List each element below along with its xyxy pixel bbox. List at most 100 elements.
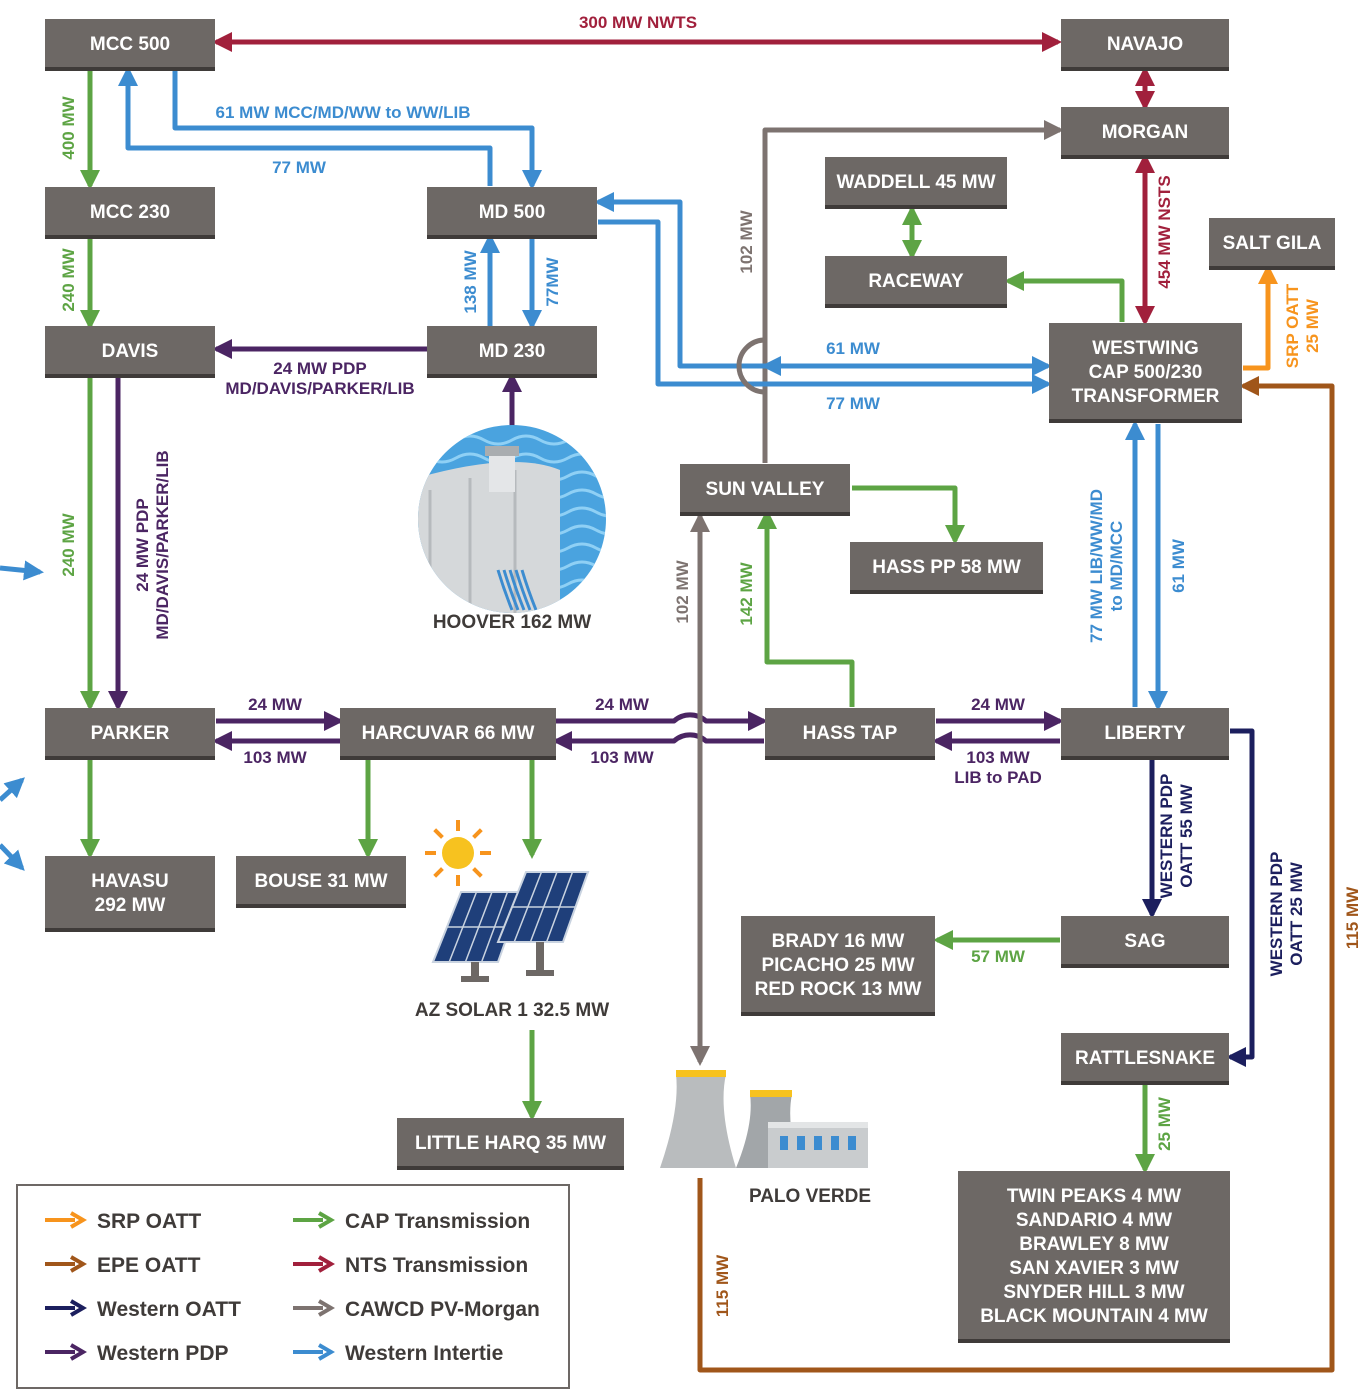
node-raceway: RACEWAY <box>825 256 1007 308</box>
edge-label-text: to MD/MCC <box>1107 521 1126 612</box>
cap-sunvalley-hasspp <box>852 485 965 545</box>
node-label: SAG <box>1124 931 1165 952</box>
edge-label-text: 138 MW <box>461 249 480 313</box>
intertie-stray-3 <box>0 843 25 871</box>
legend-item: Western Intertie <box>293 1342 503 1365</box>
edge-label-epe-left: 115 MW <box>713 1254 732 1317</box>
node-label: SNYDER HILL 3 MW <box>1003 1282 1184 1303</box>
edge-label-text: 300 MW NWTS <box>579 13 697 32</box>
node-liberty: LIBERTY <box>1061 708 1229 760</box>
edge-label-text: MD/DAVIS/PARKER/LIB <box>153 450 172 639</box>
edge-label-text: 103 MW <box>966 748 1030 767</box>
labels-layer: 300 MW NWTS 400 MW 61 MW MCC/MD/WW to WW/L… <box>59 13 1362 1317</box>
edge-label-text: 24 MW <box>248 695 303 714</box>
node-md500: MD 500 <box>427 187 597 239</box>
edge-label-text: SRP OATT <box>1283 283 1302 368</box>
edge-label-davis-parker-cap: 240 MW <box>59 512 78 576</box>
node-waddell: WADDELL 45 MW <box>825 157 1007 209</box>
node-mcc230: MCC 230 <box>45 187 215 239</box>
epe-pv-westwing <box>697 376 1335 1373</box>
power-plant-icon <box>660 1070 868 1168</box>
intertie-stray-1 <box>0 560 44 581</box>
node-parker: PARKER <box>45 708 215 760</box>
edge-label-text: 77 MW <box>826 394 881 413</box>
legend-item: CAWCD PV-Morgan <box>293 1298 540 1321</box>
edge-label-text: 24 MW <box>595 695 650 714</box>
legend-label: Western OATT <box>97 1298 241 1321</box>
node-label: SUN VALLEY <box>706 479 825 500</box>
solar-panel-icon <box>425 820 590 982</box>
edge-label-text: 77MW <box>543 256 562 306</box>
node-label: SANDARIO 4 MW <box>1016 1210 1172 1231</box>
edge-label-harcuvar-hasstap: 24 MW <box>595 695 650 714</box>
edge-label-text: 24 MW PDP <box>273 359 367 378</box>
cawcd-jump-arc <box>736 337 766 395</box>
edge-label-epe-right: 115 MW <box>1343 886 1362 949</box>
edge-label-text: LIB to PAD <box>954 768 1042 787</box>
edge-label-text: 77 MW LIB/WW/MD <box>1087 489 1106 643</box>
legend-label: EPE OATT <box>97 1254 201 1277</box>
wi-mcc500-md500 <box>172 70 542 190</box>
edge-label-md500-md230: 77MW <box>543 256 562 306</box>
edge-label-mcc500-mcc230: 400 MW <box>59 95 78 159</box>
legend-label: CAWCD PV-Morgan <box>345 1298 540 1321</box>
edge-label-text: 61 MW <box>1169 538 1188 593</box>
node-label: MCC 500 <box>90 34 170 55</box>
node-label: TWIN PEAKS 4 MW <box>1007 1186 1181 1207</box>
oatt-liberty-rattlesnake <box>1226 728 1255 1067</box>
legend-label: SRP OATT <box>97 1210 201 1233</box>
node-label: WESTWING <box>1092 338 1199 359</box>
node-label: TRANSFORMER <box>1072 386 1220 407</box>
edge-label-hasstap-liberty: 24 MW <box>971 695 1026 714</box>
hoover-caption: HOOVER 162 MW <box>433 612 591 633</box>
edge-label-cawcd-morgan: 102 MW <box>737 209 756 273</box>
node-label: HASS PP 58 MW <box>872 557 1021 578</box>
node-label: RED ROCK 13 MW <box>755 979 922 1000</box>
lines-layer <box>0 32 1335 1373</box>
node-salt-gila: SALT GILA <box>1209 218 1335 270</box>
node-sun-valley: SUN VALLEY <box>680 464 850 516</box>
node-label: MD 230 <box>479 341 546 362</box>
node-label: NAVAJO <box>1107 34 1183 55</box>
edge-label-intertie-61: 61 MW <box>826 339 881 358</box>
node-label: WADDELL 45 MW <box>836 172 995 193</box>
legend-label: CAP Transmission <box>345 1210 530 1233</box>
edge-label-text: 77 MW <box>272 158 327 177</box>
node-hass-pp: HASS PP 58 MW <box>850 542 1043 594</box>
node-label: DAVIS <box>102 341 159 362</box>
node-label: MD 500 <box>479 202 546 223</box>
srp-westwing-saltgila <box>1243 264 1278 371</box>
edge-label-text: 454 MW NSTS <box>1155 175 1174 288</box>
edge-label-text: OATT 25 MW <box>1287 861 1306 966</box>
node-label: SAN XAVIER 3 MW <box>1009 1258 1179 1279</box>
node-navajo: NAVAJO <box>1061 19 1229 71</box>
node-little-harq: LITTLE HARQ 35 MW <box>397 1118 624 1170</box>
palo-verde-caption: PALO VERDE <box>749 1186 871 1207</box>
node-label: MORGAN <box>1102 122 1189 143</box>
edge-label-parker-harcuvar: 24 MW <box>248 695 303 714</box>
edge-label-text: 61 MW MCC/MD/WW to WW/LIB <box>216 103 471 122</box>
legend-item: SRP OATT <box>45 1210 201 1233</box>
edge-label-text: 25 MW <box>1303 298 1322 353</box>
cap-hasstap-sunvalley <box>757 509 855 707</box>
node-label: BLACK MOUNTAIN 4 MW <box>980 1306 1208 1327</box>
edge-label-text: WESTERN PDP <box>1157 774 1176 899</box>
legend-item: CAP Transmission <box>293 1210 530 1233</box>
edge-label-text: 142 MW <box>737 561 756 625</box>
node-label: BRAWLEY 8 MW <box>1019 1234 1169 1255</box>
edge-label-md500-mcc500: 77 MW <box>272 158 327 177</box>
edge-label-mcc500-md500: 61 MW MCC/MD/WW to WW/LIB <box>216 103 471 122</box>
node-label: CAP 500/230 <box>1089 362 1203 383</box>
edge-label-sag-brady: 57 MW <box>971 947 1026 966</box>
node-label: HASS TAP <box>803 723 898 744</box>
edge-label-mcc500-navajo: 300 MW NWTS <box>579 13 697 32</box>
edge-label-text: MD/DAVIS/PARKER/LIB <box>225 379 414 398</box>
node-label: RATTLESNAKE <box>1075 1048 1215 1069</box>
legend-item: Western OATT <box>45 1298 241 1321</box>
node-label: HAVASU <box>91 871 168 892</box>
edge-label-morgan-westwing: 454 MW NSTS <box>1155 175 1174 288</box>
